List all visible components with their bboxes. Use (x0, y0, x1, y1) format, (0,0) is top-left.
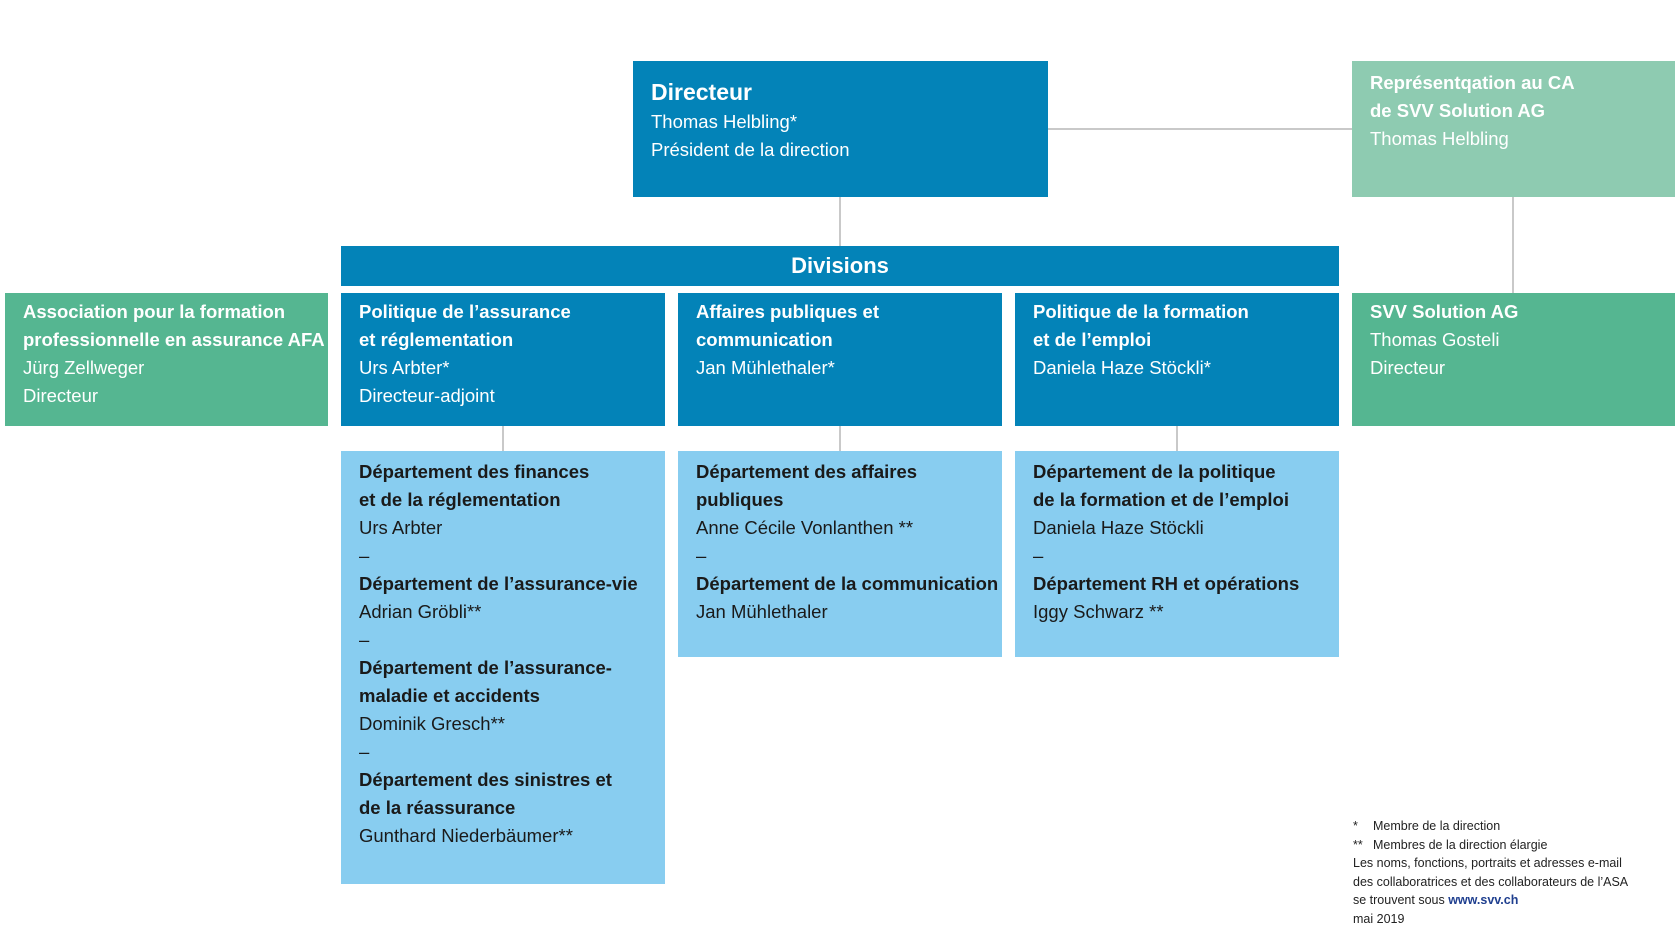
afa-role: Directeur (23, 385, 99, 406)
director-title: Directeur (651, 79, 752, 105)
separator: – (696, 545, 707, 566)
connector-director-divisions (839, 197, 841, 246)
ca-representation-name: Thomas Helbling (1370, 128, 1509, 149)
footnote-mark-single: * (1353, 819, 1358, 833)
division-2-box: Affaires publiques et communication Jan … (678, 293, 1002, 426)
division-1-box: Politique de l’assurance et réglementati… (341, 293, 665, 426)
division-3-box: Politique de la formation et de l’emploi… (1015, 293, 1339, 426)
separator: – (359, 741, 370, 762)
ca-representation-box: Représentqation au CA de SVV Solution AG… (1352, 61, 1675, 197)
svv-solution-title: SVV Solution AG (1370, 301, 1519, 322)
department-health-title-1: Département de l’assurance- (359, 657, 612, 678)
director-name: Thomas Helbling* (651, 111, 798, 132)
footnote-info-1: Les noms, fonctions, portraits et adress… (1353, 856, 1622, 870)
division-1-title-2: et réglementation (359, 329, 514, 350)
footnote-member: * Membre de la direction (1353, 817, 1628, 836)
division-2-departments: Département des affaires publiques Anne … (678, 451, 1002, 657)
department-claims-head: Gunthard Niederbäumer** (359, 825, 573, 846)
department-health-title-2: maladie et accidents (359, 685, 540, 706)
department-education-policy-title-1: Département de la politique (1033, 461, 1276, 482)
director-box: Directeur Thomas Helbling* Président de … (633, 61, 1048, 197)
footnote-info-3-text: se trouvent sous (1353, 893, 1449, 907)
department-communication-head: Jan Mühlethaler (696, 601, 828, 622)
connector-ca-svv-solution (1512, 197, 1514, 293)
division-3-title-2: et de l’emploi (1033, 329, 1152, 350)
connector-director-ca (1048, 128, 1352, 130)
divisions-header: Divisions (341, 246, 1339, 286)
footnotes: * Membre de la direction ** Membres de la … (1353, 817, 1628, 928)
footnote-extended: ** Membres de la direction élargie (1353, 836, 1628, 855)
department-life-head: Adrian Gröbli** (359, 601, 482, 622)
afa-title-1: Association pour la formation (23, 301, 286, 322)
afa-name: Jürg Zellweger (23, 357, 145, 378)
department-public-affairs-title-2: publiques (696, 489, 784, 510)
separator: – (359, 545, 370, 566)
department-claims-title-2: de la réassurance (359, 797, 516, 818)
afa-box: Association pour la formation profession… (5, 293, 328, 426)
separator: – (359, 629, 370, 650)
footnote-date: mai 2019 (1353, 911, 1405, 926)
separator: – (1033, 545, 1044, 566)
footnote-member-text: Membre de la direction (1373, 819, 1501, 833)
division-1-title-1: Politique de l’assurance (359, 301, 571, 322)
connector-division-1-departments (502, 426, 504, 451)
afa-title-2: professionnelle en assurance AFA (23, 329, 325, 350)
department-finances-title-2: et de la réglementation (359, 489, 561, 510)
website-link[interactable]: www.svv.ch (1448, 893, 1519, 907)
department-communication-title: Département de la communication (696, 573, 999, 594)
department-claims-title-1: Département des sinistres et (359, 769, 612, 790)
division-2-title-1: Affaires publiques et (696, 301, 879, 322)
footnote-info-2: des collaboratrices et des collaborateur… (1353, 874, 1629, 889)
department-education-policy-title-2: de la formation et de l’emploi (1033, 489, 1289, 510)
connector-division-3-departments (1176, 426, 1178, 451)
division-1-role: Directeur-adjoint (359, 385, 495, 406)
division-3-title-1: Politique de la formation (1033, 301, 1249, 322)
connector-division-2-departments (839, 426, 841, 451)
svv-solution-box: SVV Solution AG Thomas Gosteli Directeur (1352, 293, 1675, 426)
division-1-departments: Département des finances et de la réglem… (341, 451, 665, 884)
ca-representation-title-1: Représentqation au CA (1370, 72, 1575, 93)
footnote-mark-double: ** (1353, 837, 1363, 852)
footnote-info-3: se trouvent sous www.svv.ch (1353, 891, 1628, 910)
department-public-affairs-head: Anne Cécile Vonlanthen ** (696, 517, 914, 538)
division-3-departments: Département de la politique de la format… (1015, 451, 1339, 657)
director-role: Président de la direction (651, 139, 850, 160)
department-finances-title-1: Département des finances (359, 461, 590, 482)
department-public-affairs-title-1: Département des affaires (696, 461, 918, 482)
svv-solution-name: Thomas Gosteli (1370, 329, 1500, 350)
division-2-title-2: communication (696, 329, 833, 350)
department-health-head: Dominik Gresch** (359, 713, 505, 734)
department-finances-head: Urs Arbter (359, 517, 443, 538)
department-education-policy-head: Daniela Haze Stöckli (1033, 517, 1204, 538)
svv-solution-role: Directeur (1370, 357, 1446, 378)
department-life-title: Département de l’assurance-vie (359, 573, 638, 594)
footnote-extended-text: Membres de la direction élargie (1373, 837, 1548, 852)
ca-representation-title-2: de SVV Solution AG (1370, 100, 1546, 121)
division-3-head: Daniela Haze Stöckli* (1033, 357, 1211, 378)
department-hr-operations-title: Département RH et opérations (1033, 573, 1300, 594)
department-hr-operations-head: Iggy Schwarz ** (1033, 601, 1164, 622)
division-1-head: Urs Arbter* (359, 357, 450, 378)
division-2-head: Jan Mühlethaler* (696, 357, 835, 378)
